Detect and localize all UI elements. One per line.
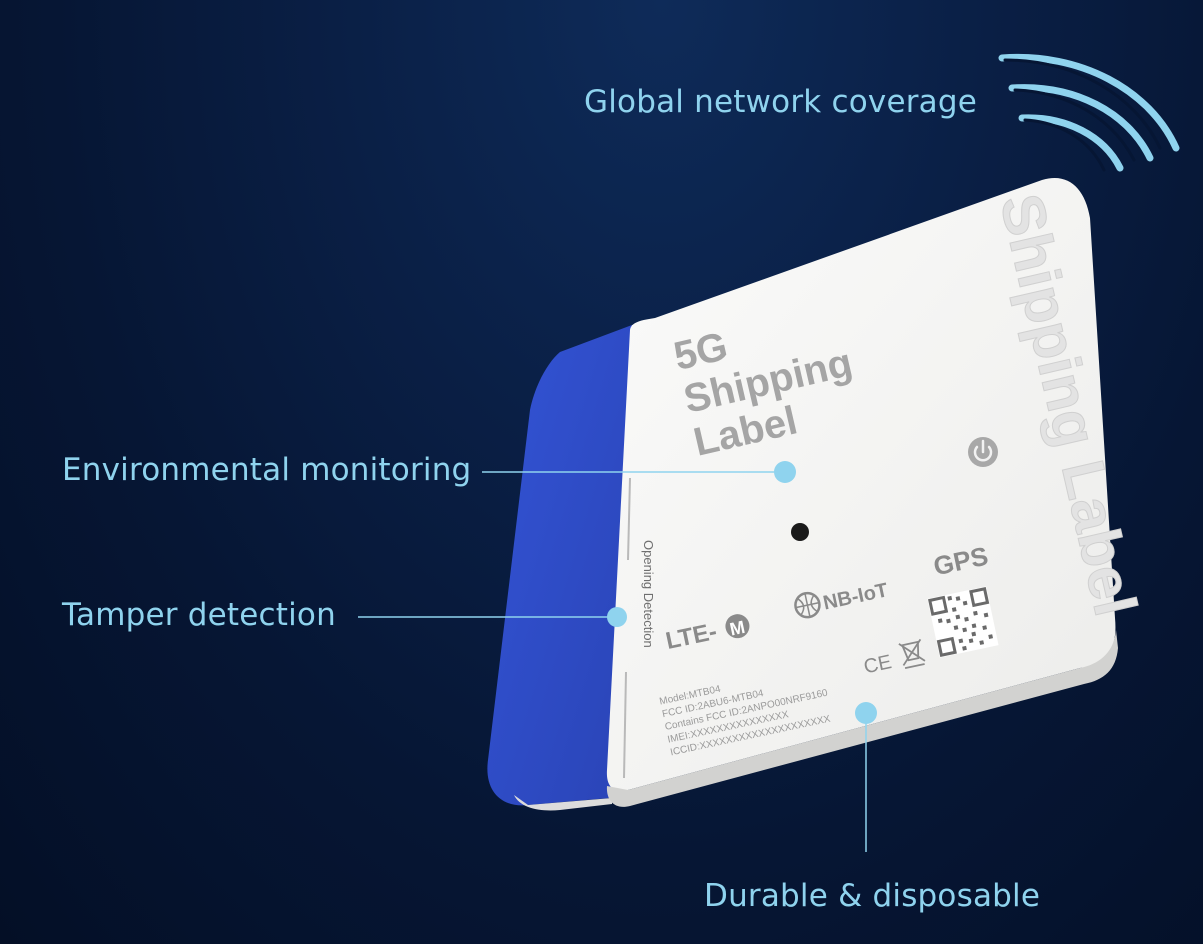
feature-environmental-monitoring: Environmental monitoring: [62, 452, 472, 488]
opening-detection-text: Opening Detection: [641, 540, 656, 648]
callout-tamper: [358, 607, 627, 627]
callout-environment: [482, 461, 796, 483]
feature-durable-disposable: Durable & disposable: [704, 878, 1041, 914]
qr-code-icon: [927, 586, 999, 658]
sensor-hole: [791, 523, 809, 541]
callout-durable: [855, 702, 877, 852]
feature-tamper-detection: Tamper detection: [62, 597, 336, 633]
feature-global-coverage: Global network coverage: [584, 84, 978, 120]
power-icon: [968, 437, 998, 467]
globe-icon: [794, 591, 821, 619]
wifi-signal-icon: [998, 53, 1180, 172]
lte-m-badge: M: [728, 617, 747, 640]
weee-bin-icon: [898, 638, 926, 670]
